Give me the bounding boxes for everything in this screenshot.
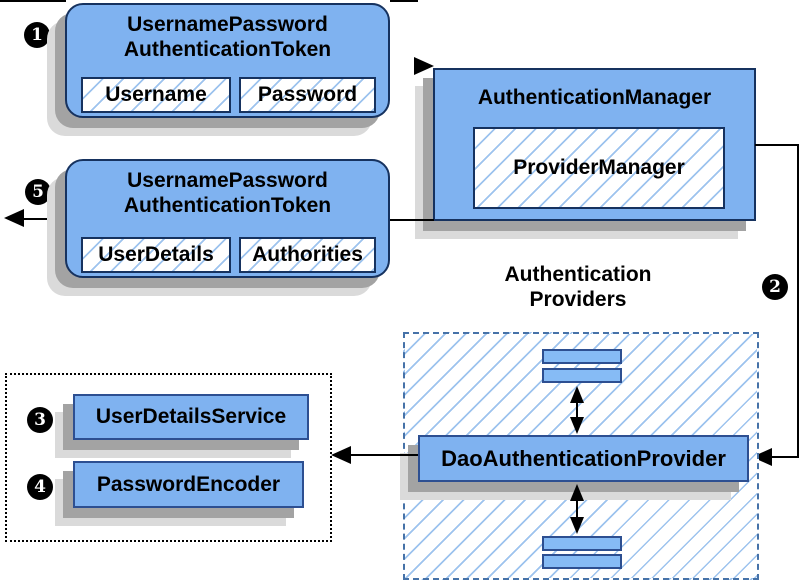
step-5-number: 5	[32, 182, 44, 202]
other-provider-bar	[542, 554, 622, 569]
response-token-title-line2: AuthenticationToken	[123, 194, 332, 217]
providers-group-title: Authentication Providers	[448, 262, 708, 312]
step-4-badge: 4	[27, 474, 53, 500]
step-5-badge: 5	[25, 179, 51, 205]
step-2-line-top	[755, 144, 799, 146]
double-arrow-line-top	[576, 399, 578, 423]
request-token-title-line2: AuthenticationToken	[123, 38, 332, 61]
arrow-up-icon	[570, 484, 584, 501]
password-encoder-label: PasswordEncoder	[96, 472, 281, 496]
password-field-label: Password	[257, 83, 358, 106]
arrow-left-icon	[4, 209, 24, 227]
dao-authentication-provider-label: DaoAuthenticationProvider	[441, 445, 726, 471]
step-3-number: 3	[34, 410, 46, 430]
arrow-right-icon	[414, 57, 434, 75]
providers-title-line1: Authentication	[504, 263, 652, 286]
authorities-field-box: Authorities	[239, 237, 376, 273]
arrow-down-icon	[570, 517, 584, 534]
response-line-right	[390, 219, 434, 221]
password-field-box: Password	[239, 77, 376, 113]
provider-manager-box: ProviderManager	[473, 127, 725, 209]
other-provider-bar	[542, 349, 622, 364]
user-details-service-label: UserDetailsService	[95, 405, 287, 428]
response-line-left	[22, 218, 66, 220]
step-2-line-vertical	[797, 144, 799, 458]
double-arrow-line-bottom	[576, 497, 578, 521]
services-line	[349, 454, 418, 456]
other-provider-bar	[542, 368, 622, 383]
request-line-left	[0, 0, 66, 2]
arrow-left-icon	[331, 446, 351, 464]
password-encoder-box: PasswordEncoder	[73, 461, 304, 508]
dao-authentication-provider-box: DaoAuthenticationProvider	[418, 435, 749, 482]
step-1-badge: 1	[24, 22, 50, 48]
username-field-label: Username	[105, 83, 207, 106]
step-3-badge: 3	[27, 407, 53, 433]
other-provider-bar	[542, 536, 622, 551]
response-token-title-line1: UsernamePassword	[127, 169, 328, 192]
authorities-field-label: Authorities	[252, 243, 363, 266]
arrow-up-icon	[570, 386, 584, 403]
step-2-badge: 2	[762, 274, 788, 300]
request-line-right	[390, 0, 418, 2]
userdetails-field-box: UserDetails	[81, 237, 231, 273]
authentication-manager-box: AuthenticationManager ProviderManager	[433, 68, 756, 221]
step-2-number: 2	[769, 277, 781, 297]
step-4-number: 4	[34, 477, 46, 497]
step-2-line-bottom	[768, 456, 799, 458]
response-token-box: UsernamePassword AuthenticationToken Use…	[65, 159, 390, 278]
step-1-number: 1	[31, 25, 43, 45]
provider-manager-label: ProviderManager	[513, 156, 685, 179]
userdetails-field-label: UserDetails	[98, 243, 214, 266]
username-field-box: Username	[81, 77, 231, 113]
user-details-service-box: UserDetailsService	[73, 394, 309, 440]
providers-title-line2: Providers	[529, 288, 627, 311]
response-token-title: UsernamePassword AuthenticationToken	[67, 161, 388, 218]
arrow-down-icon	[570, 417, 584, 434]
authentication-manager-title: AuthenticationManager	[477, 86, 712, 109]
request-token-title: UsernamePassword AuthenticationToken	[67, 5, 388, 62]
request-token-box: UsernamePassword AuthenticationToken Use…	[65, 3, 390, 118]
request-token-title-line1: UsernamePassword	[127, 13, 328, 36]
services-group-box	[5, 373, 332, 542]
